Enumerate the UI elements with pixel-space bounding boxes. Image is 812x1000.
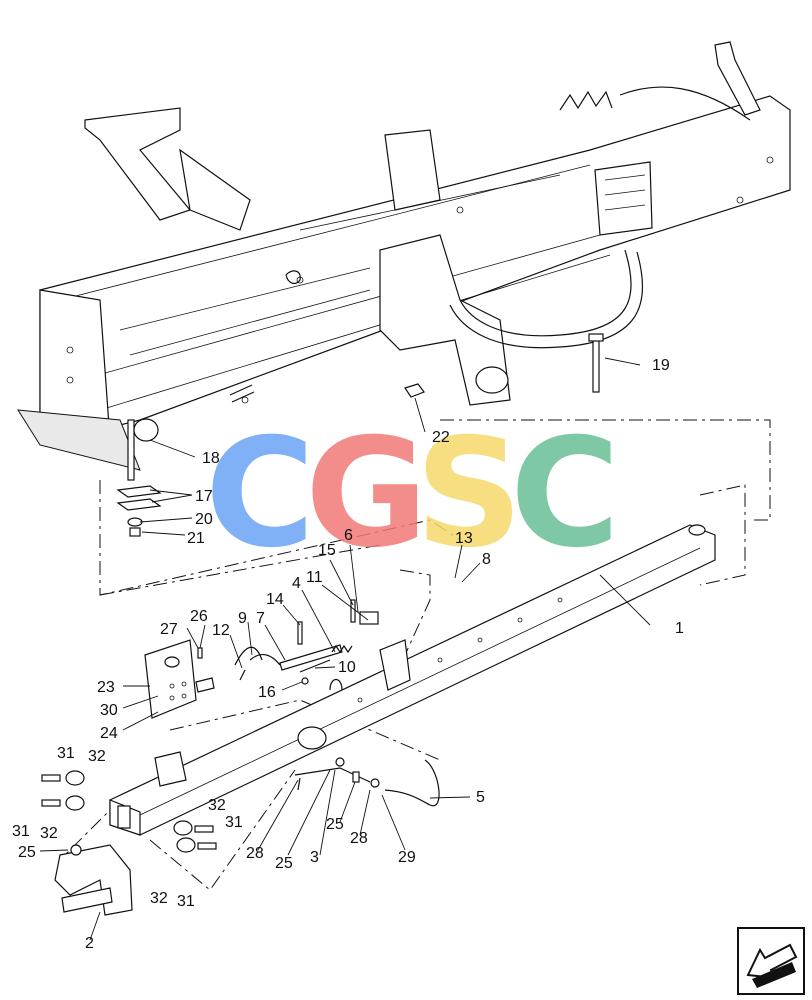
callout-2: 2 (85, 935, 94, 952)
callout-20: 20 (195, 511, 213, 528)
callout-30: 30 (100, 702, 118, 719)
callout-6: 6 (344, 527, 353, 544)
callout-12: 12 (212, 622, 230, 639)
callout-27: 27 (160, 621, 178, 638)
callout-31a: 31 (57, 745, 75, 762)
callout-9: 9 (238, 610, 247, 627)
lower-bracket (41, 751, 217, 916)
callout-32a: 32 (88, 748, 106, 765)
callout-25b: 25 (275, 855, 293, 872)
callout-31c: 31 (225, 814, 243, 831)
callout-32d: 32 (150, 890, 168, 907)
callout-28b: 28 (350, 830, 368, 847)
next-page-arrow-icon[interactable] (737, 927, 805, 995)
assembly-guide-lines (59, 419, 771, 891)
callout-31b: 31 (12, 823, 30, 840)
watermark-letter-s: S (415, 407, 523, 581)
callout-32b: 32 (40, 825, 58, 842)
callout-5: 5 (476, 789, 485, 806)
callout-11: 11 (306, 569, 323, 586)
watermark-letter-g: G (305, 407, 428, 581)
callout-23: 23 (97, 679, 115, 696)
callout-19: 19 (652, 357, 670, 374)
callout-1: 1 (675, 620, 684, 637)
callout-14: 14 (266, 591, 284, 608)
callout-21: 21 (187, 530, 205, 547)
watermark-letter-c1: C (205, 407, 315, 581)
leader-lines (39, 357, 651, 941)
crossbar-tube (109, 524, 716, 836)
callout-22: 22 (432, 429, 450, 446)
callout-24: 24 (100, 725, 118, 742)
callout-31d: 31 (177, 893, 195, 910)
callout-17a: 17 (195, 488, 213, 505)
watermark-letter-c2: C (510, 407, 620, 581)
bolt-and-nut-hardware (404, 333, 604, 398)
callout-32c: 32 (208, 797, 226, 814)
callout-16: 16 (258, 684, 276, 701)
callout-10: 10 (338, 659, 356, 676)
callout-8: 8 (482, 551, 491, 568)
callout-29: 29 (398, 849, 416, 866)
main-frame-assembly (17, 41, 791, 471)
callout-3: 3 (310, 849, 319, 866)
left-mounting-hardware (116, 418, 162, 537)
callout-13: 13 (455, 530, 473, 547)
cgsc-watermark: C G S C (205, 407, 620, 581)
callout-26: 26 (190, 608, 208, 625)
callout-25a: 25 (18, 844, 36, 861)
callout-25c: 25 (326, 816, 344, 833)
rod-assembly (294, 757, 440, 807)
mounting-plate (144, 639, 215, 719)
callout-15: 15 (318, 542, 336, 559)
callout-18: 18 (202, 450, 220, 467)
callout-7: 7 (256, 610, 265, 627)
callout-labels: 1 2 3 4 5 6 7 8 9 10 11 12 13 14 15 16 1… (12, 357, 684, 952)
callout-4: 4 (292, 575, 301, 592)
linkage-parts (234, 599, 411, 691)
callout-28a: 28 (246, 845, 264, 862)
